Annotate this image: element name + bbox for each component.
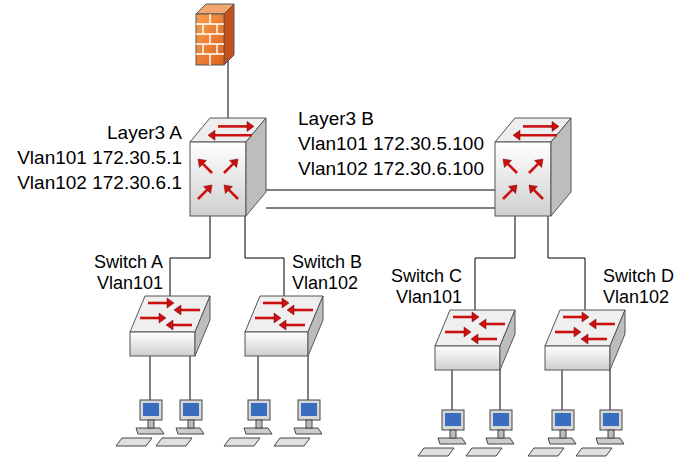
switch-icon [545, 310, 625, 370]
layer3-switch-icon [495, 118, 571, 216]
workstations [116, 356, 624, 456]
trunk-link [266, 190, 495, 191]
access-switch: Switch AVlan101 [130, 296, 210, 356]
access-switch: Switch DVlan102 [545, 310, 625, 370]
device-label: Layer3 AVlan101 172.30.5.1Vlan102 172.30… [17, 120, 182, 195]
device-name: Switch A [94, 252, 163, 273]
device-name: Layer3 A [17, 120, 182, 145]
pc-icon [466, 370, 514, 456]
pc-icon [418, 370, 466, 456]
pc-icon [224, 356, 272, 446]
pc-icon [274, 356, 322, 446]
device-label: Layer3 BVlan101 172.30.5.100Vlan102 172.… [298, 106, 484, 181]
pc-icon [116, 356, 164, 446]
switch-icon [245, 296, 323, 356]
access-link [245, 216, 284, 296]
device-name: Switch D [603, 266, 674, 287]
device-label: Switch AVlan101 [94, 252, 163, 294]
layer3-switch-icon [190, 118, 266, 216]
layer3-switch: Layer3 BVlan101 172.30.5.100Vlan102 172.… [495, 118, 571, 216]
firewall-icon [196, 4, 234, 65]
vlan-address: Vlan101 [391, 287, 462, 308]
layer3-switch: Layer3 AVlan101 172.30.5.1Vlan102 172.30… [190, 118, 266, 216]
device-name: Layer3 B [298, 106, 484, 131]
trunk-link [266, 208, 495, 209]
vlan-address: Vlan102 172.30.6.1 [17, 170, 182, 195]
device-name: Switch B [292, 252, 362, 273]
device-label: Switch CVlan101 [391, 266, 462, 308]
pc-icon [156, 356, 204, 446]
device-label: Switch DVlan102 [603, 266, 674, 308]
access-switch: Switch CVlan101 [435, 310, 515, 370]
vlan-address: Vlan102 [292, 273, 362, 294]
pc-icon [576, 370, 624, 456]
vlan-address: Vlan101 172.30.5.1 [17, 145, 182, 170]
vlan-address: Vlan102 172.30.6.100 [298, 156, 484, 181]
access-link [475, 216, 515, 310]
access-link [548, 216, 585, 310]
pc-icon [528, 370, 576, 456]
switch-icon [130, 296, 210, 356]
vlan-address: Vlan101 [94, 273, 163, 294]
vlan-address: Vlan102 [603, 287, 674, 308]
access-switch: Switch BVlan102 [245, 296, 323, 356]
access-link [170, 216, 210, 296]
device-label: Switch BVlan102 [292, 252, 362, 294]
device-name: Switch C [391, 266, 462, 287]
vlan-address: Vlan101 172.30.5.100 [298, 131, 484, 156]
switch-icon [435, 310, 515, 370]
